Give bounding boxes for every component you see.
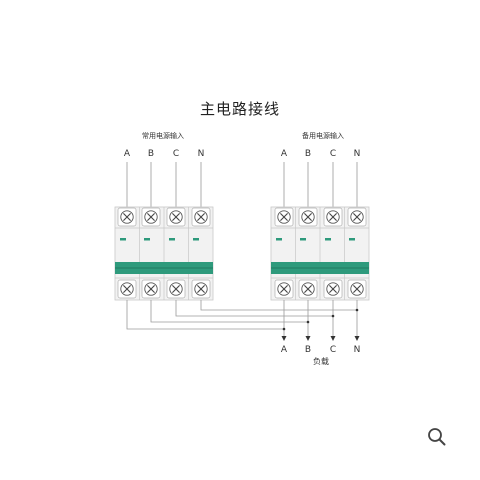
- diagram-title: 主电路接线: [200, 100, 280, 118]
- main-indicator: [144, 238, 150, 241]
- junction-node-c: [331, 314, 335, 318]
- load-phase-labels: A B C N: [281, 345, 360, 355]
- main-phase-n: N: [198, 149, 205, 159]
- terminal-screw-icon: [166, 207, 186, 227]
- load-arrow-b: [305, 336, 311, 341]
- backup-indicator: [276, 238, 282, 241]
- main-output-wire-c: [175, 300, 333, 317]
- backup-indicator: [300, 238, 306, 241]
- terminal-screw-icon: [323, 279, 343, 299]
- terminal-screw-icon: [298, 279, 318, 299]
- load-arrow-a: [281, 336, 287, 341]
- main-source-label: 常用电源输入: [142, 131, 184, 140]
- load-phase-a: A: [281, 345, 288, 355]
- main-output-wire-a: [126, 300, 284, 330]
- terminal-screw-icon: [141, 279, 161, 299]
- main-indicator: [193, 238, 199, 241]
- main-phase-c: C: [173, 149, 179, 159]
- backup-phase-a: A: [281, 149, 288, 159]
- terminal-screw-icon: [274, 279, 294, 299]
- terminal-screw-icon: [166, 279, 186, 299]
- terminal-screw-icon: [347, 207, 367, 227]
- load-arrow-c: [330, 336, 336, 341]
- backup-source-phase-labels: A B C N: [281, 149, 360, 159]
- terminal-screw-icon: [347, 279, 367, 299]
- terminal-screw-icon: [117, 207, 137, 227]
- load-phase-n: N: [354, 345, 361, 355]
- terminal-screw-icon: [298, 207, 318, 227]
- junction-node-a: [282, 327, 286, 331]
- backup-indicator: [349, 238, 355, 241]
- terminal-screw-icon: [141, 207, 161, 227]
- load-arrow-n: [354, 336, 360, 341]
- main-phase-b: B: [148, 149, 154, 159]
- terminal-screw-icon: [191, 207, 211, 227]
- backup-phase-n: N: [354, 149, 361, 159]
- backup-source-label: 备用电源输入: [302, 131, 344, 140]
- load-label: 负载: [313, 356, 329, 366]
- magnifier-icon: [428, 428, 446, 446]
- load-wires: [126, 300, 360, 341]
- terminal-screw-icon: [323, 207, 343, 227]
- input-wires: [126, 162, 358, 207]
- main-indicator: [120, 238, 126, 241]
- terminal-screw-icon: [117, 279, 137, 299]
- load-phase-b: B: [305, 345, 311, 355]
- zoom-button[interactable]: [424, 424, 450, 450]
- backup-phase-c: C: [330, 149, 336, 159]
- backup-indicator: [325, 238, 331, 241]
- main-output-wire-b: [150, 300, 308, 323]
- main-phase-a: A: [124, 149, 131, 159]
- terminal-screw-icon: [191, 279, 211, 299]
- junction-node-b: [306, 320, 310, 324]
- main-source-phase-labels: A B C N: [124, 149, 204, 159]
- junction-node-n: [355, 308, 359, 312]
- terminal-screws: [117, 207, 367, 299]
- main-output-wire-n: [200, 300, 357, 311]
- main-indicator: [169, 238, 175, 241]
- terminal-screw-icon: [274, 207, 294, 227]
- backup-phase-b: B: [305, 149, 311, 159]
- load-phase-c: C: [330, 345, 336, 355]
